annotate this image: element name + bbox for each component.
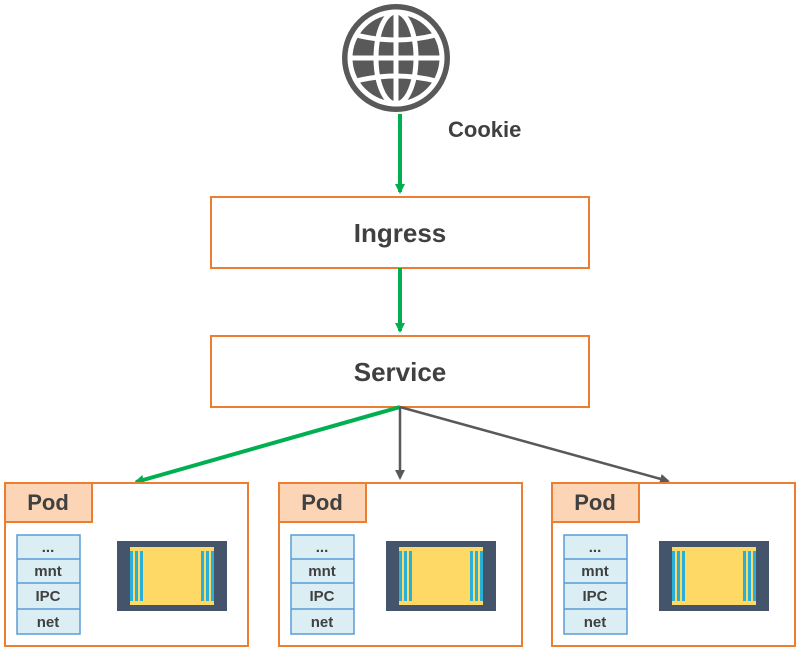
namespace-item: mnt bbox=[308, 563, 336, 580]
namespace-stack: ... mnt IPC net bbox=[16, 534, 81, 635]
ingress-box: Ingress bbox=[210, 196, 590, 269]
namespace-item: ... bbox=[589, 539, 602, 556]
namespace-item: ... bbox=[316, 539, 329, 556]
container-icon bbox=[386, 541, 496, 611]
namespace-item: mnt bbox=[34, 563, 62, 580]
service-box: Service bbox=[210, 335, 590, 408]
arrow-service-to-pod-3 bbox=[399, 405, 670, 484]
namespace-item: ... bbox=[42, 539, 55, 556]
pod-1: Pod ... mnt IPC net bbox=[4, 482, 249, 647]
container-icon bbox=[659, 541, 769, 611]
namespace-item: IPC bbox=[582, 588, 607, 605]
pod-header bbox=[4, 482, 93, 523]
namespace-stack: ... mnt IPC net bbox=[563, 534, 628, 635]
namespace-item: net bbox=[584, 614, 607, 631]
pod-2: Pod ... mnt IPC net bbox=[278, 482, 523, 647]
pod-label: Pod bbox=[574, 490, 616, 515]
ingress-label: Ingress bbox=[354, 218, 447, 248]
cookie-label: Cookie bbox=[448, 117, 521, 142]
namespace-item: IPC bbox=[309, 588, 334, 605]
pod-label: Pod bbox=[27, 490, 69, 515]
namespace-item: mnt bbox=[581, 563, 609, 580]
container-icon bbox=[117, 541, 227, 611]
globe-icon bbox=[342, 4, 450, 112]
namespace-stack: ... mnt IPC net bbox=[290, 534, 355, 635]
namespace-item: net bbox=[37, 614, 60, 631]
pod-header bbox=[551, 482, 640, 523]
namespace-item: net bbox=[311, 614, 334, 631]
arrow-service-to-pod-1 bbox=[134, 405, 401, 485]
pod-3: Pod ... mnt IPC net bbox=[551, 482, 796, 647]
service-label: Service bbox=[354, 357, 447, 387]
namespace-item: IPC bbox=[35, 588, 60, 605]
pod-label: Pod bbox=[301, 490, 343, 515]
pod-header bbox=[278, 482, 367, 523]
